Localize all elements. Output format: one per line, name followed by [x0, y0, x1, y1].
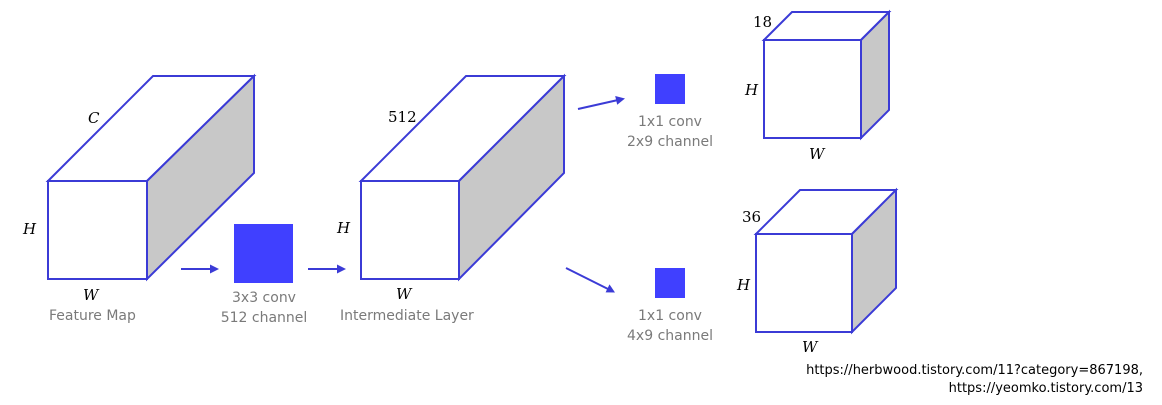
cls-conv-caption-line2: 2x9 channel — [627, 134, 713, 150]
conv3-caption-line1: 3x3 conv — [232, 290, 296, 306]
intermediate-front-face — [360, 180, 460, 280]
intermediate-depth-label: 512 — [388, 108, 417, 126]
intermediate-caption: Intermediate Layer — [340, 308, 474, 324]
feature-map-cuboid — [45, 73, 257, 282]
conv3-caption-line2: 512 channel — [221, 310, 308, 326]
intermediate-cuboid — [358, 73, 567, 282]
reg-conv-caption-line1: 1x1 conv — [638, 308, 702, 324]
conv3-kernel — [234, 224, 293, 283]
cls-output-cuboid — [761, 9, 892, 141]
cls-conv-kernel — [655, 74, 685, 104]
cls-output-height-label: H — [744, 81, 759, 99]
arrow-to-reg-conv — [565, 267, 615, 293]
intermediate-height-label: H — [336, 219, 351, 237]
cls-output-front-face — [763, 39, 862, 139]
reg-output-depth-label: 36 — [742, 208, 761, 226]
source-credit-line2: https://yeomko.tistory.com/13 — [949, 381, 1143, 396]
reg-output-front-face — [755, 233, 853, 333]
cls-output-depth-label: 18 — [753, 13, 772, 31]
feature-map-caption: Feature Map — [49, 308, 136, 324]
source-credit-line1: https://herbwood.tistory.com/11?category… — [806, 363, 1143, 378]
arrow-to-cls-conv — [577, 96, 625, 110]
cls-conv-caption-line1: 1x1 conv — [638, 114, 702, 130]
reg-output-width-label: W — [802, 338, 819, 356]
reg-conv-kernel — [655, 268, 685, 298]
reg-output-cuboid — [753, 187, 899, 335]
feature-map-depth-label: C — [88, 109, 100, 127]
feature-map-width-label: W — [83, 286, 100, 304]
reg-output-height-label: H — [736, 276, 751, 294]
feature-map-front-face — [47, 180, 148, 280]
arrow-to-intermediate — [308, 264, 346, 274]
intermediate-width-label: W — [396, 285, 413, 303]
reg-conv-caption-line2: 4x9 channel — [627, 328, 713, 344]
arrow-to-conv3 — [181, 264, 219, 274]
feature-map-height-label: H — [22, 220, 37, 238]
cls-output-width-label: W — [809, 145, 826, 163]
